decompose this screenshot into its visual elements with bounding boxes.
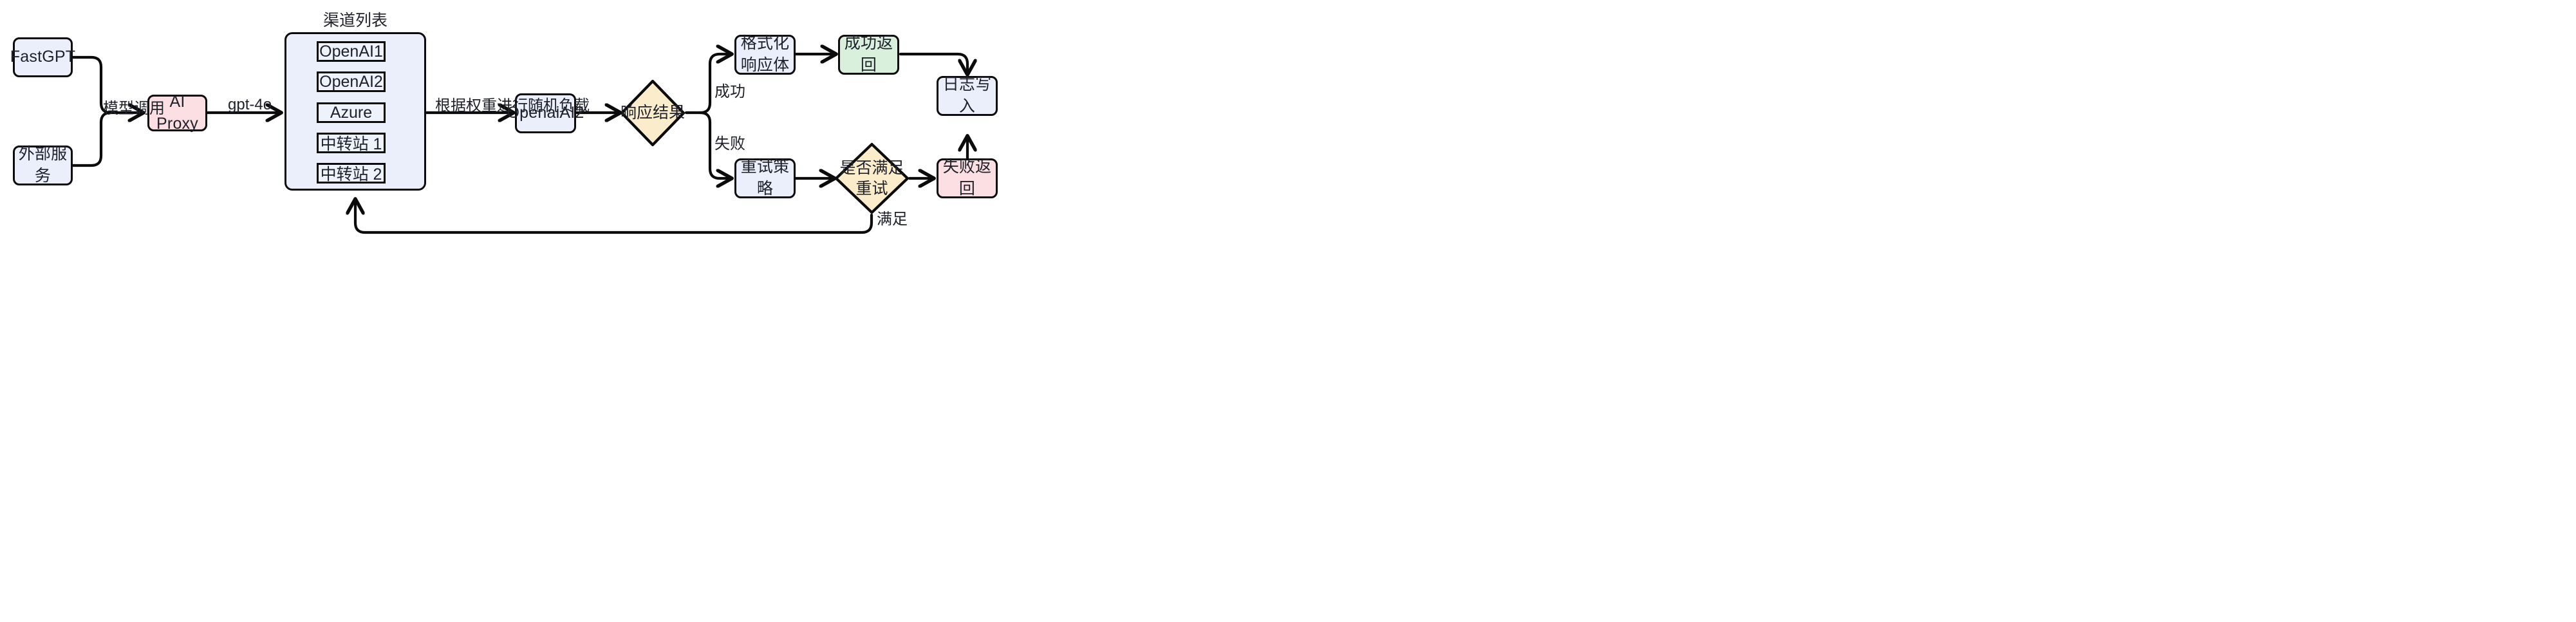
channel-item-azure[interactable]: Azure bbox=[317, 102, 386, 123]
node-retry-decision-label: 是否满足 重试 bbox=[839, 158, 904, 198]
channel-item-openai2[interactable]: OpenAI2 bbox=[317, 71, 386, 92]
edge-decision-loop-to-channels bbox=[355, 200, 873, 234]
node-success-return[interactable]: 成功返回 bbox=[838, 34, 899, 75]
node-failure-return[interactable]: 失败返回 bbox=[937, 158, 998, 198]
node-external-service[interactable]: 外部服务 bbox=[13, 145, 73, 185]
channel-item-relay-2[interactable]: 中转站 2 bbox=[317, 163, 386, 184]
node-response-result-label: 响应结果 bbox=[620, 104, 685, 122]
node-log-write[interactable]: 日志写入 bbox=[937, 75, 998, 116]
node-format-response-body[interactable]: 格式化响应体 bbox=[734, 34, 796, 75]
edge-success-to-log bbox=[899, 52, 967, 74]
node-openai-ai2[interactable]: OpenaiAI2 bbox=[507, 93, 584, 133]
diamond-shape bbox=[834, 142, 910, 214]
node-fastgpt[interactable]: FastGPT bbox=[10, 37, 75, 77]
edge-label-model-call: 模型调用 bbox=[103, 100, 165, 117]
node-retry-strategy[interactable]: 重试策略 bbox=[734, 158, 796, 198]
node-ai-proxy[interactable]: AI Proxy bbox=[147, 93, 207, 133]
edge-label-model-name: gpt-4o bbox=[228, 96, 272, 113]
edge-label-success: 成功 bbox=[714, 83, 745, 100]
diamond-shape bbox=[620, 79, 686, 147]
channel-list-title: 渠道列表 bbox=[322, 12, 387, 30]
edge-label-weighted-random-load: 根据权重进行随机负载 bbox=[435, 97, 590, 115]
edge-external-to-aiproxy bbox=[71, 111, 113, 167]
node-response-result[interactable]: 响应结果 bbox=[619, 79, 686, 147]
edge-label-failure: 失败 bbox=[714, 135, 745, 153]
channel-item-openai1[interactable]: OpenAI1 bbox=[317, 41, 386, 62]
node-retry-decision[interactable]: 是否满足 重试 bbox=[834, 142, 910, 215]
edge-label-satisfied: 满足 bbox=[877, 211, 908, 228]
channel-item-relay-1[interactable]: 中转站 1 bbox=[317, 133, 386, 153]
